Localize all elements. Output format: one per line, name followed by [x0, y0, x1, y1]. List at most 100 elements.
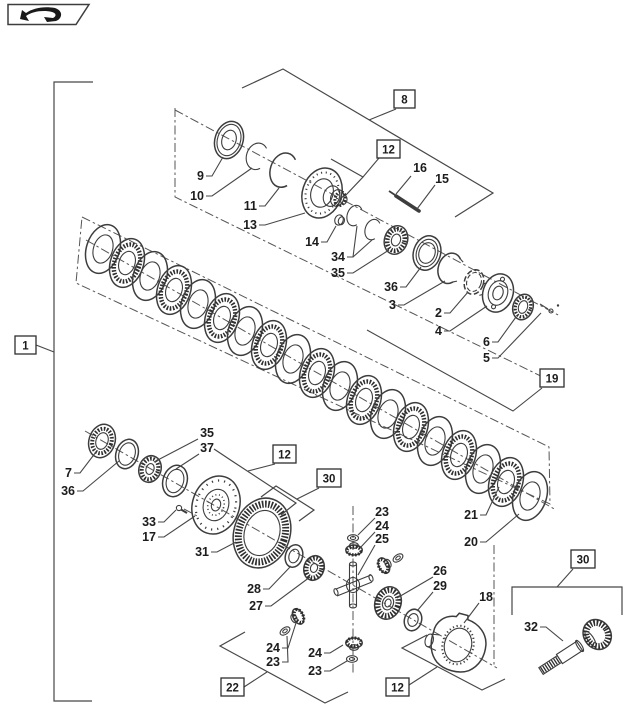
- svg-text:36: 36: [61, 484, 75, 498]
- group-bracket-22: 22: [218, 631, 349, 704]
- callout-7: 7: [65, 451, 97, 480]
- svg-text:7: 7: [65, 466, 72, 480]
- svg-text:15: 15: [435, 172, 449, 186]
- callout-5: 5: [483, 312, 542, 365]
- part-3-retainer-ring: [437, 252, 464, 285]
- callout-4: 4: [435, 305, 488, 338]
- callout-36-top: 36: [384, 266, 422, 294]
- part-7-bearing-cup: [87, 423, 117, 459]
- ref-box-12-bottom: [385, 677, 410, 697]
- svg-text:25: 25: [375, 532, 389, 546]
- ref-box-12-top-label: 12: [382, 145, 395, 157]
- svg-text:35: 35: [331, 266, 345, 280]
- svg-text:14: 14: [305, 235, 319, 249]
- svg-text:29: 29: [433, 579, 447, 593]
- part-13-hub-drum: [301, 167, 348, 219]
- svg-text:21: 21: [464, 508, 478, 522]
- svg-text:33: 33: [142, 515, 156, 529]
- callout-24-top: 24: [359, 519, 389, 549]
- part-bearing-cone-top: [383, 225, 409, 255]
- part-26-side-gear: [373, 586, 403, 620]
- callout-24-mid: 24: [308, 644, 344, 660]
- callout-26: 26: [396, 564, 447, 599]
- group-bracket-8: 8: [241, 68, 495, 218]
- callout-21: 21: [464, 486, 500, 522]
- svg-text:37: 37: [200, 441, 214, 455]
- callout-34: 34: [331, 225, 373, 264]
- part-15-pin: [394, 194, 421, 213]
- callout-2: 2: [435, 291, 469, 320]
- callouts: 9 10 11 13 14 34 35 36 3 2 4 6 5 16 15 2…: [61, 156, 564, 678]
- ref-box-30-mid-label: 30: [323, 474, 336, 486]
- ref-box-1-label: 1: [22, 341, 29, 353]
- svg-text:13: 13: [243, 218, 257, 232]
- part-35-snap-ring-top: [364, 218, 381, 241]
- ref-box-8: [393, 89, 416, 109]
- ref-box-12-top: [376, 139, 401, 159]
- ref-box-1: [14, 335, 37, 355]
- callout-20: 20: [464, 513, 520, 549]
- ref-box-12-bottom-label: 12: [391, 683, 404, 695]
- ref-box-12-mid-label: 12: [278, 450, 291, 462]
- part-14-plug: [334, 214, 346, 226]
- ref-box-8-label: 8: [401, 95, 408, 107]
- part-bearing-cup-top: [412, 235, 442, 271]
- part-9-washer: [213, 120, 245, 160]
- svg-text:35: 35: [200, 426, 214, 440]
- svg-text:3: 3: [389, 298, 396, 312]
- boundary-top-group: [174, 108, 556, 384]
- svg-text:32: 32: [524, 620, 538, 634]
- logo-frame: [7, 3, 91, 26]
- ref-box-19: [539, 368, 565, 388]
- callout-36-left: 36: [61, 460, 120, 498]
- group-bracket-12-mid: 12: [213, 444, 298, 516]
- callout-28: 28: [247, 565, 292, 596]
- callout-37: 37: [175, 441, 214, 470]
- part-16-lock-pin: [388, 190, 396, 196]
- group-bracket-19: 19: [366, 329, 565, 412]
- ref-box-30-right-label: 30: [577, 555, 590, 567]
- ref-box-12-mid: [272, 444, 297, 464]
- part-5-screw: [539, 303, 560, 314]
- callout-23-top: 23: [357, 505, 389, 536]
- brand-logo: [7, 3, 91, 26]
- part-4-flange: [479, 273, 515, 313]
- callout-14: 14: [305, 225, 337, 249]
- top-subassembly: [213, 120, 560, 321]
- callout-35-left: 35: [153, 426, 214, 463]
- group-bracket-30-mid: 30: [260, 468, 342, 522]
- svg-text:23: 23: [375, 505, 389, 519]
- group-bracket-12-top: 12: [330, 139, 401, 197]
- svg-text:16: 16: [413, 161, 427, 175]
- ref-box-30-right: [570, 549, 596, 569]
- part-33-bolt: [175, 504, 188, 514]
- callout-10: 10: [190, 167, 253, 203]
- callout-11: 11: [244, 187, 280, 213]
- group-bracket-12-bottom: 12: [385, 634, 506, 697]
- part-34-snap-ring: [346, 204, 363, 227]
- spider-group: [278, 534, 423, 663]
- callout-13: 13: [243, 212, 306, 232]
- flag-arrow-icon: [20, 7, 62, 22]
- group-bracket-30-right: 30: [511, 549, 623, 615]
- callout-16: 16: [395, 161, 427, 195]
- boundary-disc-stack: [75, 216, 551, 505]
- callout-3: 3: [389, 280, 446, 312]
- part-2-lock-ring: [463, 269, 485, 295]
- part-25-spider-cross: [333, 561, 374, 609]
- svg-text:27: 27: [249, 599, 263, 613]
- svg-text:9: 9: [197, 169, 204, 183]
- svg-text:18: 18: [479, 590, 493, 604]
- svg-text:11: 11: [244, 199, 257, 213]
- svg-text:26: 26: [433, 564, 447, 578]
- svg-text:5: 5: [483, 351, 490, 365]
- ref-box-19-label: 19: [546, 374, 559, 386]
- callout-35-top: 35: [331, 249, 390, 280]
- svg-text:10: 10: [190, 189, 204, 203]
- part-10-snap-ring: [245, 142, 268, 171]
- callout-32: 32: [524, 620, 564, 642]
- svg-text:31: 31: [195, 545, 209, 559]
- callout-33: 33: [142, 509, 177, 529]
